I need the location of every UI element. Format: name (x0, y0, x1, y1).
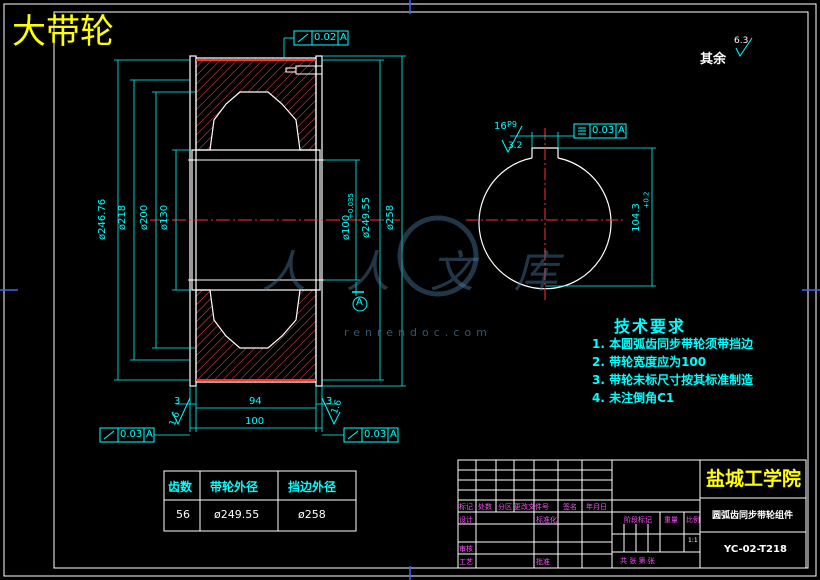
tolerance-top-value: 0.02 (314, 32, 337, 43)
param-value-od: ø249.55 (214, 508, 260, 521)
tolerance-bl-value: 0.03 (120, 429, 143, 440)
tolerance-br-datum: A (390, 429, 397, 440)
tech-req-title: 技术要求 (614, 317, 687, 336)
tb-approve: 批准 (536, 558, 550, 566)
tolerance-top-datum: A (340, 32, 347, 43)
param-value-teeth: 56 (176, 508, 190, 521)
tb-stage: 阶段标记 (624, 516, 652, 524)
datum-marker: A (356, 297, 363, 308)
dim-258: ø258 (385, 204, 397, 231)
tb-review: 审核 (459, 545, 473, 553)
sym-tol-value: 0.03 (592, 125, 615, 136)
surface-finish-label: 其余 (700, 52, 727, 67)
dim-3-left: 3 (174, 396, 181, 407)
param-value-flange: ø258 (298, 508, 326, 521)
school-name: 盐城工学院 (706, 468, 802, 490)
dim-3-right: 3 (326, 396, 333, 407)
keyway-width: 16 (494, 121, 507, 132)
lower-hatched-section (195, 289, 317, 383)
title-block-grid (457, 459, 807, 569)
end-view (466, 37, 753, 300)
tb-label-sign: 签名 (563, 503, 577, 511)
section-view (99, 30, 406, 443)
depth-dim-tol: +0.2 (642, 191, 651, 209)
param-header-od: 带轮外径 (210, 480, 259, 494)
param-header-teeth: 齿数 (168, 480, 193, 494)
tb-ratio: 比例 (686, 516, 700, 524)
tb-label-zone: 分区 (498, 503, 512, 511)
upper-hatched-section (195, 57, 317, 151)
tb-process: 工艺 (459, 558, 473, 566)
dim-218: ø218 (117, 204, 129, 231)
dim-249: ø249.55 (361, 196, 373, 239)
sym-tol-datum: A (618, 125, 625, 136)
keyway-rough: 3.2 (508, 141, 523, 151)
tech-req-item: 1. 本圆弧齿同步带轮须带挡边 (592, 337, 754, 351)
dim-94: 94 (249, 396, 262, 407)
tb-standard: 标准化 (536, 516, 557, 524)
depth-dim: 104.3 (630, 203, 642, 232)
scale-value: 1:1 (688, 537, 698, 544)
watermark-sub: renrendoc.com (344, 326, 492, 339)
keyway-tol: P9 (507, 120, 517, 129)
tech-req-item: 4. 未注倒角C1 (592, 391, 675, 405)
dim-100-tol: +0.035 (346, 193, 355, 219)
watermark (397, 215, 479, 297)
tb-label-mark: 标记 (459, 503, 473, 511)
tb-label-count: 处数 (478, 503, 492, 511)
tolerance-br-value: 0.03 (364, 429, 387, 440)
tech-req-item: 3. 带轮未标尺寸按其标准制造 (592, 373, 754, 387)
param-header-flange: 挡边外径 (288, 480, 337, 494)
tolerance-bl-datum: A (146, 429, 153, 440)
dim-100-width: 100 (245, 416, 265, 427)
dim-200: ø200 (139, 204, 151, 231)
tb-sheets: 共 张 第 张 (620, 557, 655, 565)
dim-130: ø130 (159, 204, 171, 231)
dim-246: ø246.76 (97, 198, 109, 241)
part-name: 圆弧齿同步带轮组件 (712, 511, 794, 521)
tb-weight: 重量 (664, 516, 678, 524)
tech-req-item: 2. 带轮宽度应为100 (592, 355, 707, 369)
tb-label-doc: 更改文件号 (514, 503, 549, 511)
tb-label-date: 年月日 (586, 503, 607, 511)
watermark-text: 人人文库 (262, 247, 598, 298)
drawing-title: 大带轮 (12, 12, 114, 52)
tb-design: 设计 (459, 516, 473, 524)
drawing-number: YC-02-T218 (724, 544, 787, 555)
param-table-grid (163, 470, 357, 532)
surface-finish-value: 6.3 (734, 36, 749, 46)
